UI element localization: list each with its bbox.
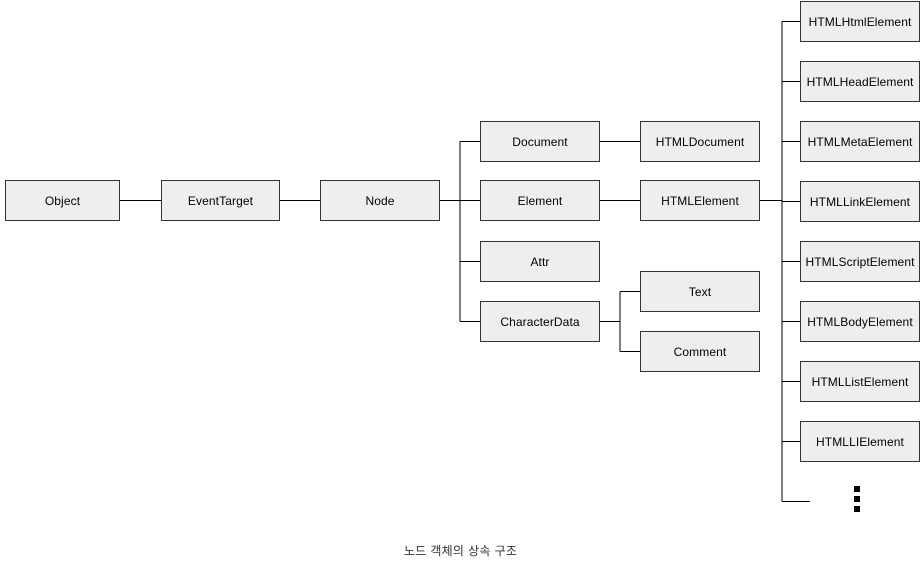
node-box-eventtarget[interactable]: EventTarget — [161, 180, 280, 221]
node-box-object[interactable]: Object — [5, 180, 120, 221]
vertical-ellipsis-icon — [854, 486, 862, 514]
node-box-characterdata[interactable]: CharacterData — [480, 301, 600, 342]
node-label: Comment — [673, 344, 727, 359]
node-box-htmllinkelement[interactable]: HTMLLinkElement — [800, 181, 920, 222]
diagram-caption: 노드 객체의 상속 구조 — [403, 544, 518, 558]
node-label: HTMLHeadElement — [806, 74, 914, 89]
ellipsis-dot — [854, 496, 860, 502]
node-label: HTMLListElement — [811, 374, 909, 389]
node-box-htmlhtmlelement[interactable]: HTMLHtmlElement — [800, 1, 920, 42]
ellipsis-dot — [854, 506, 860, 512]
node-label: Text — [688, 284, 712, 299]
ellipsis-dot — [854, 486, 860, 492]
node-box-document[interactable]: Document — [480, 121, 600, 162]
node-label: HTMLLinkElement — [809, 194, 911, 209]
node-label: EventTarget — [187, 193, 254, 208]
node-box-htmlscriptelement[interactable]: HTMLScriptElement — [800, 241, 920, 282]
node-box-comment[interactable]: Comment — [640, 331, 760, 372]
node-label: HTMLScriptElement — [805, 254, 915, 269]
node-label: Node — [365, 193, 395, 208]
node-label: HTMLMetaElement — [807, 134, 913, 149]
node-box-attr[interactable]: Attr — [480, 241, 600, 282]
node-label: HTMLDocument — [655, 134, 745, 149]
node-box-htmllistelement[interactable]: HTMLListElement — [800, 361, 920, 402]
node-label: HTMLBodyElement — [807, 314, 913, 329]
node-box-htmlheadelement[interactable]: HTMLHeadElement — [800, 61, 920, 102]
node-box-node[interactable]: Node — [320, 180, 440, 221]
node-box-text[interactable]: Text — [640, 271, 760, 312]
node-label: Element — [517, 193, 563, 208]
node-box-htmlmetaelement[interactable]: HTMLMetaElement — [800, 121, 920, 162]
node-label: CharacterData — [500, 314, 580, 329]
node-box-htmllielement[interactable]: HTMLLIElement — [800, 421, 920, 462]
node-box-htmlelement[interactable]: HTMLElement — [640, 180, 760, 221]
node-label: Object — [44, 193, 81, 208]
node-box-element[interactable]: Element — [480, 180, 600, 221]
node-label: HTMLLIElement — [816, 434, 904, 449]
node-box-htmldocument[interactable]: HTMLDocument — [640, 121, 760, 162]
node-box-htmlbodyelement[interactable]: HTMLBodyElement — [800, 301, 920, 342]
node-label: Attr — [530, 254, 550, 269]
node-label: HTMLElement — [661, 193, 739, 208]
node-label: HTMLHtmlElement — [808, 14, 912, 29]
node-label: Document — [512, 134, 568, 149]
